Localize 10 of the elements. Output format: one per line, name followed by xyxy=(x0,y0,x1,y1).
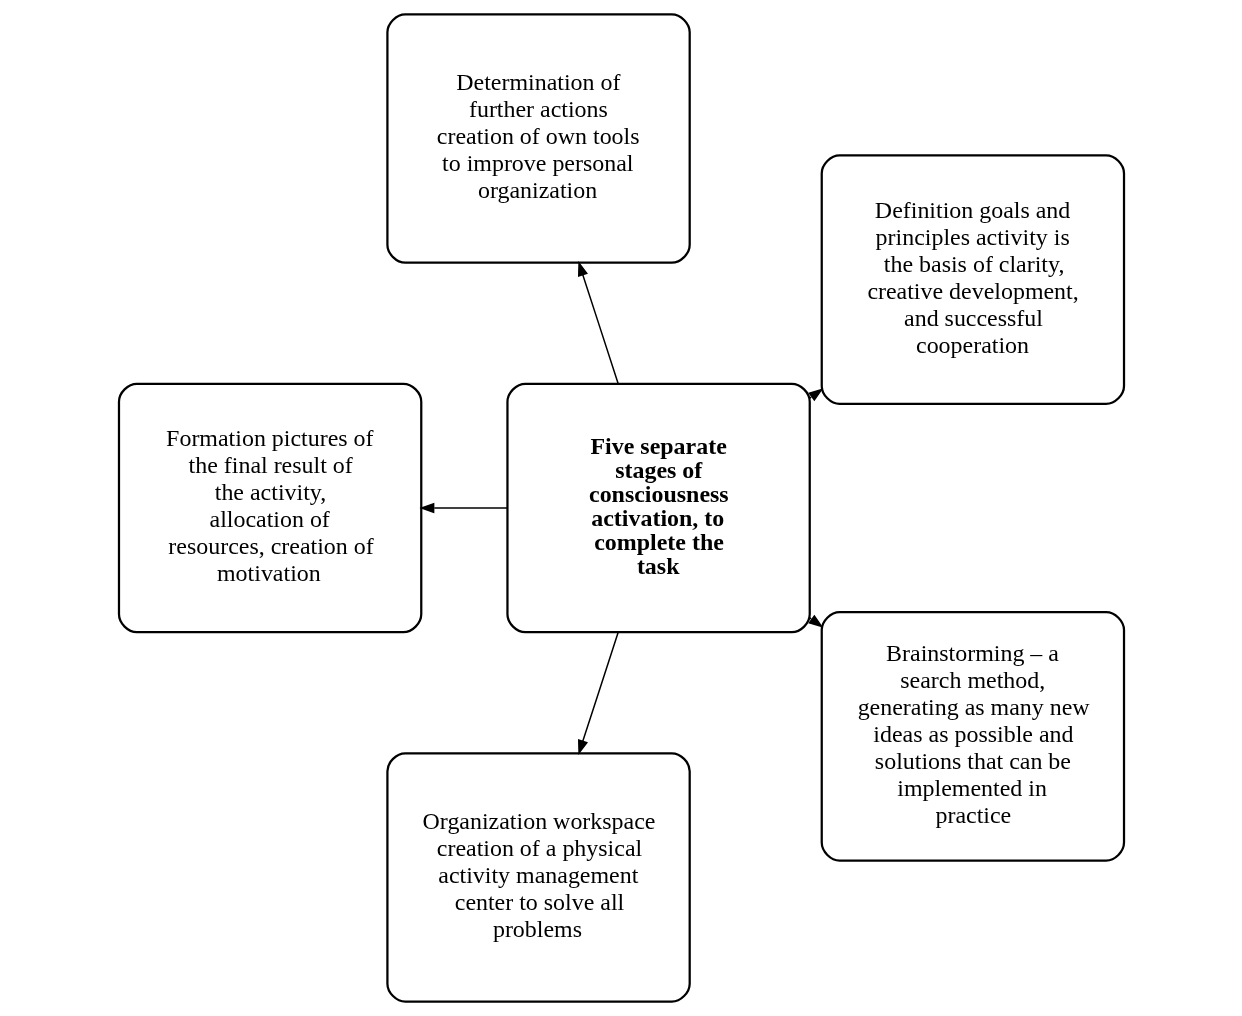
arrow xyxy=(807,388,823,402)
arrow xyxy=(807,614,823,628)
node-box: Brainstorming – a search method, generating as many new ideas as possible and solutions that can be implemented in practice xyxy=(820,611,1125,862)
arrow xyxy=(418,502,508,514)
node-box: Definition goals and principles activity is the basis of clarity, creative development, and successful cooperation xyxy=(820,154,1125,405)
arrow xyxy=(577,261,619,385)
arrow xyxy=(577,631,619,755)
node-box: Determination of further actions creation of own tools to improve personal organization xyxy=(385,13,691,264)
node-box: Formation pictures of the final result of the activity, allocation of resources, creation of motivation xyxy=(117,382,422,634)
node-box: Organization workspace creation of a physical activity management center to solve all problems xyxy=(385,752,691,1003)
